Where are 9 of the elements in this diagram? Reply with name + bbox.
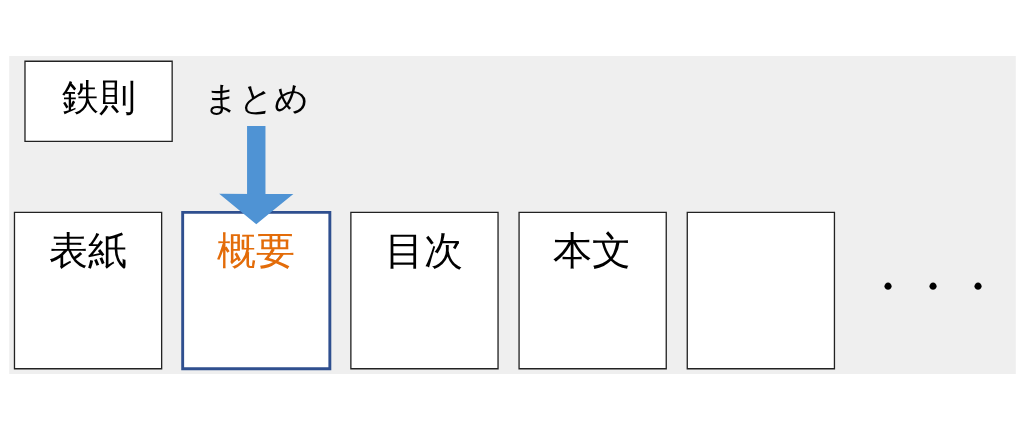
node-text: まとめ [203,77,309,118]
node-box: 概要 [180,210,331,370]
node-box [686,211,835,369]
node-box: 本文 [517,211,667,369]
arrow [218,125,293,224]
node-box: 鉄則 [23,60,173,142]
node-box: 目次 [349,211,499,369]
node-box: 表紙 [13,211,162,369]
label: ・・・ [865,260,1000,313]
